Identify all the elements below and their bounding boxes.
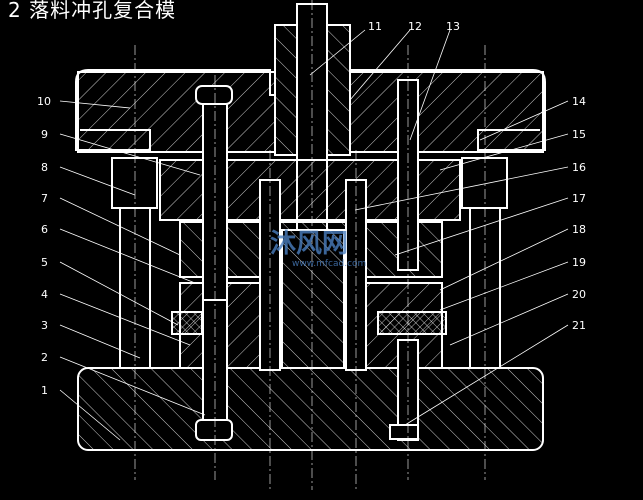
callouts-right: 14 15 16 17 18 19 20 21 [572,95,586,332]
drawing-title: 2 落料冲孔复合模 [8,0,177,22]
leader-13 [409,29,451,141]
leader-7 [59,197,181,256]
leader-15 [439,133,569,171]
leader-14 [479,100,569,141]
leader-4 [59,293,191,346]
callout-right: 18 [572,223,586,236]
leader-10 [59,100,131,109]
callout-right: 20 [572,288,586,301]
leader-6 [59,228,196,284]
callout-left: 10 [37,95,51,108]
leader-12 [349,29,411,101]
leader-11 [309,29,366,76]
leader-21 [404,324,569,426]
screw-left-lower [195,419,233,441]
leader-2 [59,356,206,416]
callout-left: 6 [41,223,48,236]
leader-18 [439,228,569,291]
callout-right: 17 [572,192,586,205]
callout-left: 9 [41,128,48,141]
callout-left: 8 [41,161,48,174]
leader-20 [449,293,569,346]
callout-right: 14 [572,95,586,108]
leader-5 [59,261,179,326]
callouts-left: 10 9 8 7 6 5 4 3 2 1 [37,95,51,397]
watermark: 沐风网 www.mfcad.com [270,229,366,269]
leader-1 [59,389,121,441]
leader-17 [394,197,569,256]
leader-8 [59,166,136,196]
guide-bush-left [111,157,158,209]
callout-left: 1 [41,384,48,397]
leader-16 [354,166,569,211]
callouts-top: 11 12 13 [368,20,460,33]
callout-right: 15 [572,128,586,141]
leader-19 [439,261,569,311]
callout-top: 12 [408,20,422,33]
callout-top: 11 [368,20,382,33]
callout-right: 21 [572,319,586,332]
callout-right: 16 [572,161,586,174]
screw-left-head [195,85,233,105]
callout-top: 13 [446,20,460,33]
leader-9 [59,133,201,176]
watermark-text: 沐风网 [270,229,348,259]
callout-left: 7 [41,192,48,205]
guide-bush-right [461,157,508,209]
callout-right: 19 [572,256,586,269]
callout-left: 2 [41,351,48,364]
callout-left: 3 [41,319,48,332]
lower-die-plate [77,367,544,451]
callout-left: 5 [41,256,48,269]
leader-3 [59,324,141,359]
watermark-url: www.mfcad.com [292,259,366,269]
callout-left: 4 [41,288,48,301]
